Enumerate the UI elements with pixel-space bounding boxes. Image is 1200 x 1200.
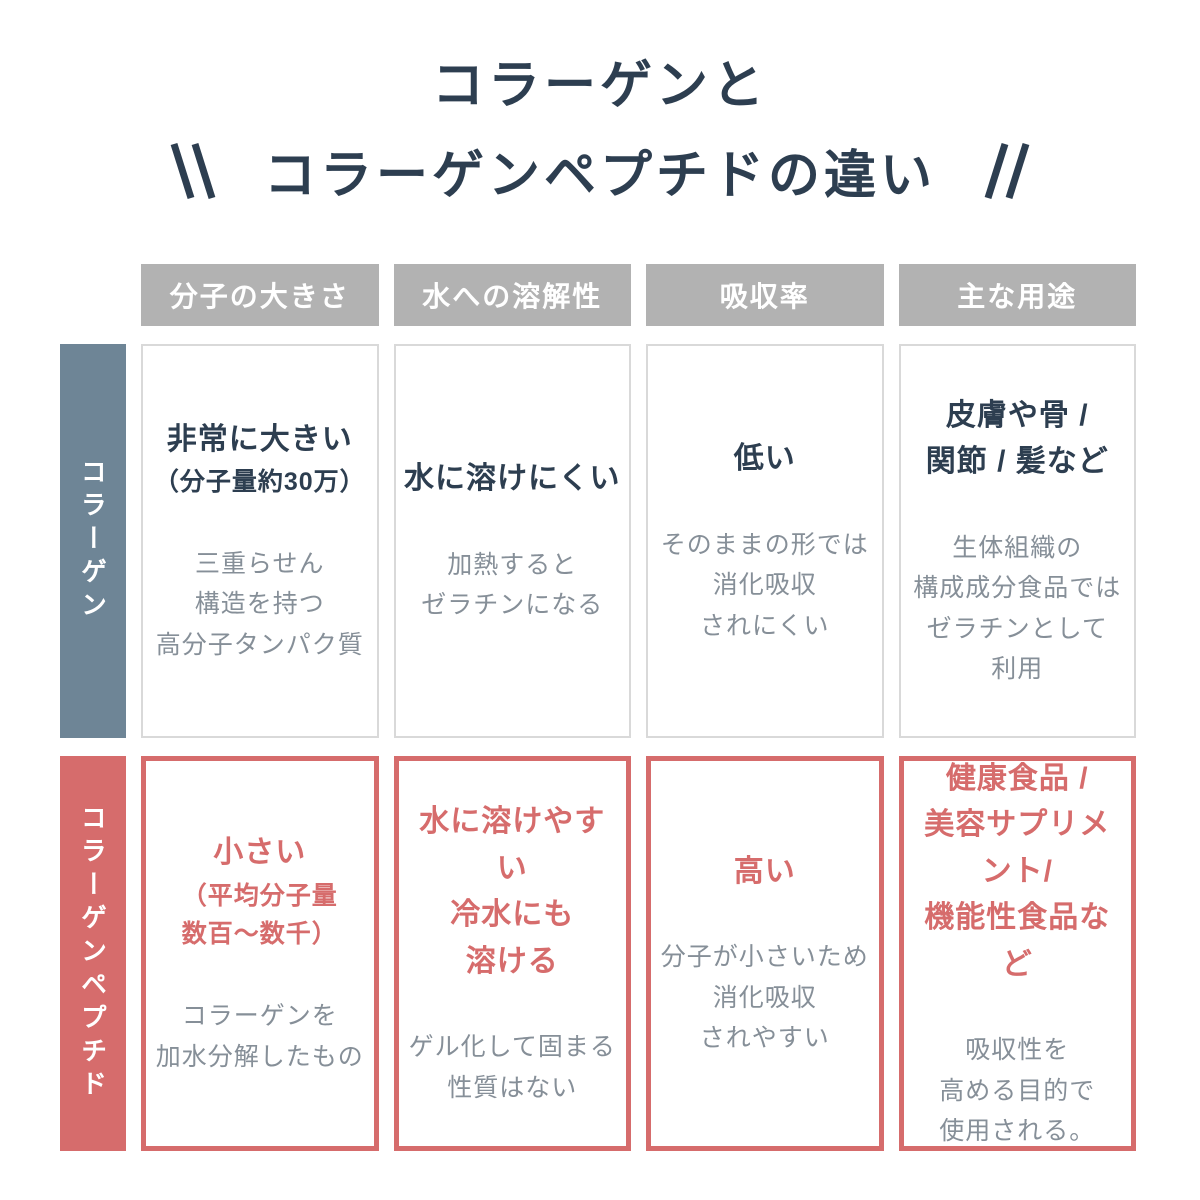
decorative-backslash-icon [170,142,216,199]
cell-body: 分子が小さいため 消化吸収 されやすい [660,943,869,1052]
cell-collagen-water-solubility: 水に溶けにくい 加熱すると ゼラチンになる [393,344,631,738]
cell-body: コラーゲンを 加水分解したもの [155,1002,364,1071]
table-corner-spacer [60,264,126,326]
decorative-slash-icon [984,142,1030,199]
row-label-collagen: コラーゲン [60,344,126,738]
cell-heading: 水に溶けにくい [404,462,621,496]
cell-peptide-absorption-rate: 高い 分子が小さいため 消化吸収 されやすい [646,756,884,1151]
cell-collagen-main-uses: 皮膚や骨 / 関節 / 髪など 生体組織の 構成成分食品では ゼラチンとして 利… [898,344,1136,738]
page-title-line2-row: コラーゲンペプチドの違い [0,133,1200,208]
row-label-collagen-peptide: コラーゲンペプチド [60,756,126,1151]
cell-peptide-main-uses: 健康食品 / 美容サプリメント/ 機能性食品など 吸収性を 高める目的で 使用さ… [898,756,1136,1151]
title-block: コラーゲンと コラーゲンペプチドの違い [0,0,1200,208]
cell-heading: 高い [733,854,796,888]
cell-body: 加熱すると ゼラチンになる [421,550,604,620]
cell-body: 三重らせん 構造を持つ 高分子タンパク質 [155,549,364,659]
cell-subheading: （分子量約30万） [153,468,366,497]
cell-heading: 皮膚や骨 / 関節 / 髪など [925,398,1109,479]
column-header-water-solubility: 水への溶解性 [393,264,631,326]
cell-body: 吸収性を 高める目的で 使用される。 [939,1036,1096,1145]
cell-heading: 水に溶けやすい 冷水にも 溶ける [419,805,606,978]
cell-heading: 低い [733,442,796,475]
cell-peptide-molecule-size: 小さい （平均分子量 数百〜数千） コラーゲンを 加水分解したもの [141,756,379,1151]
page-title-line2: コラーゲンペプチドの違い [263,147,936,205]
column-header-absorption-rate: 吸収率 [646,264,884,326]
cell-peptide-water-solubility: 水に溶けやすい 冷水にも 溶ける ゲル化して固まる 性質はない [393,756,631,1151]
page-title-line1: コラーゲンと [431,57,768,115]
cell-heading: 小さい [213,836,307,869]
column-header-main-uses: 主な用途 [898,264,1136,326]
comparison-table: 分子の大きさ 水への溶解性 吸収率 主な用途 コラーゲン 非常に大きい （分子量… [60,264,1136,1151]
cell-collagen-absorption-rate: 低い そのままの形では 消化吸収 されにくい [646,344,884,738]
cell-collagen-molecule-size: 非常に大きい （分子量約30万） 三重らせん 構造を持つ 高分子タンパク質 [141,344,379,738]
cell-heading: 非常に大きい [166,422,353,456]
cell-heading: 健康食品 / 美容サプリメント/ 機能性食品など [924,761,1111,981]
cell-body: そのままの形では 消化吸収 されにくい [660,530,869,640]
cell-body: ゲル化して固まる 性質はない [408,1033,616,1102]
cell-subheading: （平均分子量 数百〜数千） [181,881,338,949]
column-header-molecule-size: 分子の大きさ [141,264,379,326]
cell-body: 生体組織の 構成成分食品では ゼラチンとして 利用 [913,533,1122,684]
